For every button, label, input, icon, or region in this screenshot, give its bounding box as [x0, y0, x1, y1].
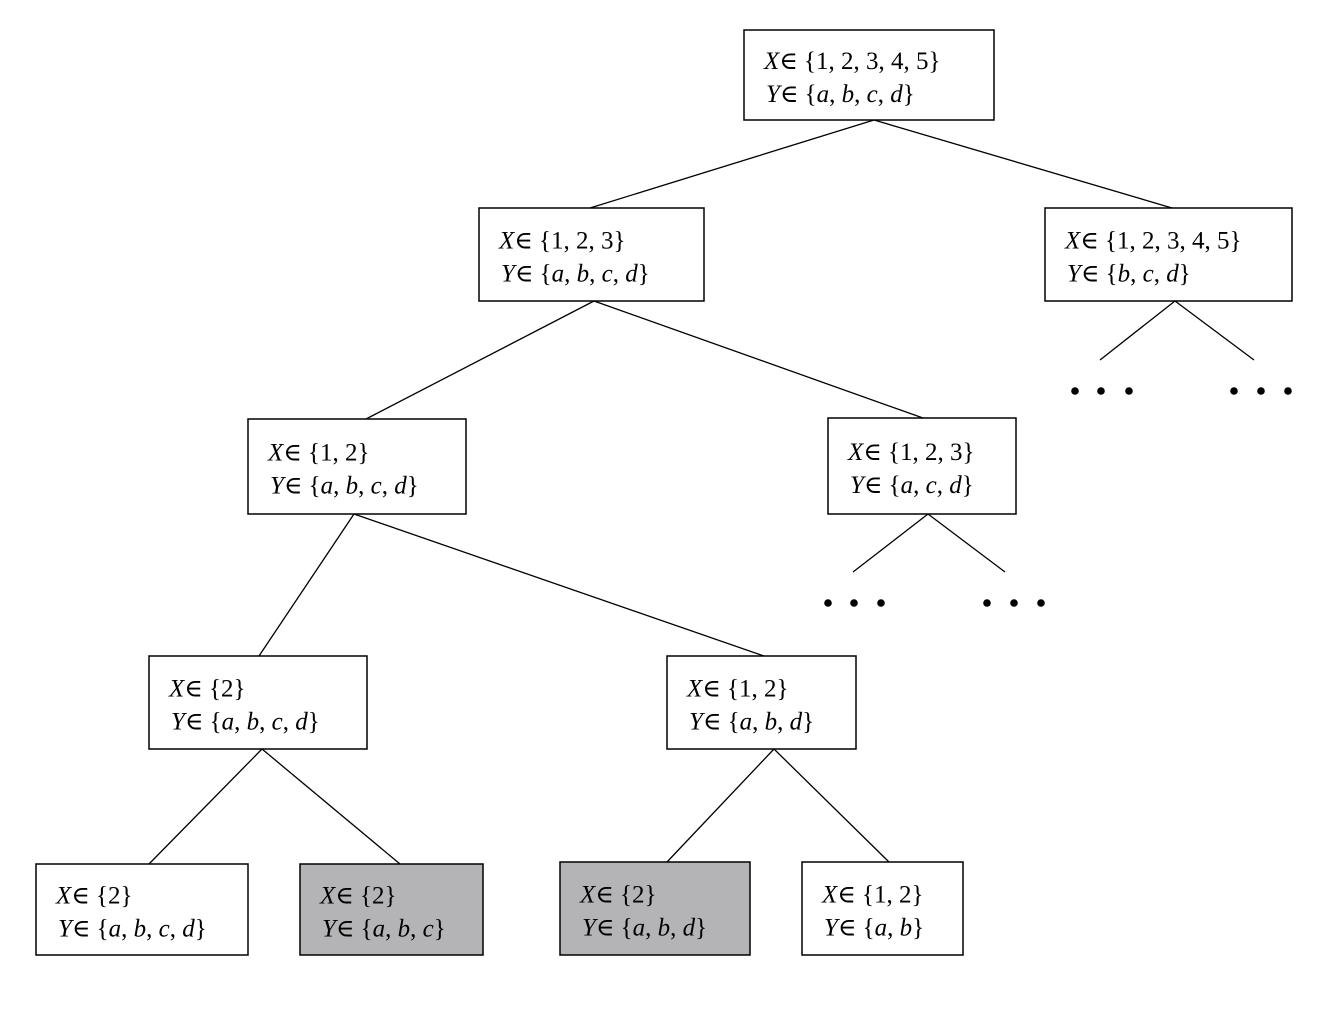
y-domain-label: Y∈ {a, b}	[824, 915, 924, 942]
tree-node-n2: X∈ {1, 2, 3, 4, 5} Y∈ {b, c, d}	[1044, 207, 1293, 302]
x-domain-label: X∈ {2}	[319, 883, 397, 910]
node-box	[478, 207, 705, 302]
y-domain-label: Y∈ {a, c, d}	[850, 472, 974, 499]
edge-n5-to-n7	[148, 748, 263, 865]
x-domain-label: X∈ {2}	[579, 882, 657, 909]
y-domain-label: Y∈ {a, b, d}	[689, 709, 814, 736]
truncated-edge-n4-1	[852, 513, 929, 573]
truncated-branches-layer	[824, 300, 1292, 607]
ellipsis-dot-n2-6	[1284, 387, 1292, 395]
ellipsis-dot-n4-5	[1010, 599, 1018, 607]
tree-node-n5: X∈ {2} Y∈ {a, b, c, d}	[148, 655, 368, 750]
x-domain-label: X∈ {1, 2}	[686, 676, 789, 703]
y-domain-label: Y∈ {a, b, c, d}	[58, 916, 207, 943]
x-domain-label: X∈ {2}	[168, 676, 246, 703]
edge-n6-to-n9	[666, 748, 775, 863]
x-domain-label: X∈ {1, 2, 3, 4, 5}	[1064, 228, 1242, 255]
truncated-edge-n2-2	[1174, 300, 1255, 361]
highlighted-node-box	[559, 861, 751, 956]
node-box	[1044, 207, 1293, 302]
tree-node-n8: X∈ {2} Y∈ {a, b, c}	[299, 863, 484, 956]
ellipsis-dot-n4-2	[850, 599, 858, 607]
ellipsis-dot-n2-2	[1097, 387, 1105, 395]
y-domain-label: Y∈ {b, c, d}	[1067, 261, 1191, 288]
truncated-edge-n2-1	[1099, 300, 1176, 361]
y-domain-label: Y∈ {a, b, d}	[582, 915, 707, 942]
y-domain-label: Y∈ {a, b, c, d}	[766, 81, 915, 108]
edge-n3-to-n5	[258, 513, 355, 657]
edge-n1-to-n3	[365, 300, 595, 420]
x-domain-label: X∈ {1, 2, 3, 4, 5}	[763, 48, 941, 75]
node-box	[827, 417, 1017, 515]
edge-root-to-n2	[873, 119, 1173, 209]
highlighted-node-box	[299, 863, 484, 956]
tree-node-n6: X∈ {1, 2} Y∈ {a, b, d}	[666, 655, 857, 750]
ellipsis-dot-n4-1	[824, 599, 832, 607]
truncated-edge-n4-2	[927, 513, 1006, 573]
tree-node-n9: X∈ {2} Y∈ {a, b, d}	[559, 861, 751, 956]
node-box	[35, 863, 249, 956]
node-box	[666, 655, 857, 750]
edge-n5-to-n8	[261, 748, 401, 865]
ellipsis-dot-n4-4	[983, 599, 991, 607]
y-domain-label: Y∈ {a, b, c, d}	[501, 261, 650, 288]
y-domain-label: Y∈ {a, b, c}	[322, 916, 446, 943]
edge-root-to-n1	[589, 119, 875, 209]
x-domain-label: X∈ {1, 2}	[821, 882, 924, 909]
ellipsis-dot-n2-3	[1125, 387, 1133, 395]
edge-n3-to-n6	[353, 513, 765, 657]
tree-node-n3: X∈ {1, 2} Y∈ {a, b, c, d}	[247, 418, 467, 515]
y-domain-label: Y∈ {a, b, c, d}	[171, 709, 320, 736]
edge-n1-to-n4	[593, 300, 924, 419]
x-domain-label: X∈ {2}	[55, 883, 133, 910]
tree-node-n1: X∈ {1, 2, 3} Y∈ {a, b, c, d}	[478, 207, 705, 302]
x-domain-label: X∈ {1, 2, 3}	[847, 439, 975, 466]
ellipsis-dot-n4-3	[877, 599, 885, 607]
tree-node-n10: X∈ {1, 2} Y∈ {a, b}	[801, 861, 964, 956]
edge-n6-to-n10	[773, 748, 890, 863]
node-box	[148, 655, 368, 750]
y-domain-label: Y∈ {a, b, c, d}	[270, 473, 419, 500]
edges-layer	[148, 119, 1173, 865]
ellipsis-dot-n4-6	[1037, 599, 1045, 607]
node-box	[801, 861, 964, 956]
ellipsis-dot-n2-4	[1230, 387, 1238, 395]
tree-node-n7: X∈ {2} Y∈ {a, b, c, d}	[35, 863, 249, 956]
node-box	[247, 418, 467, 515]
nodes-layer: X∈ {1, 2, 3, 4, 5}Y∈ {a, b, c, d}X∈ {1, …	[35, 29, 1293, 956]
ellipsis-dot-n2-5	[1257, 387, 1265, 395]
tree-node-n4: X∈ {1, 2, 3} Y∈ {a, c, d}	[827, 417, 1017, 515]
ellipsis-dot-n2-1	[1071, 387, 1079, 395]
tree-node-root: X∈ {1, 2, 3, 4, 5} Y∈ {a, b, c, d}	[743, 29, 995, 121]
x-domain-label: X∈ {1, 2, 3}	[498, 228, 626, 255]
x-domain-label: X∈ {1, 2}	[267, 440, 370, 467]
node-box	[743, 29, 995, 121]
